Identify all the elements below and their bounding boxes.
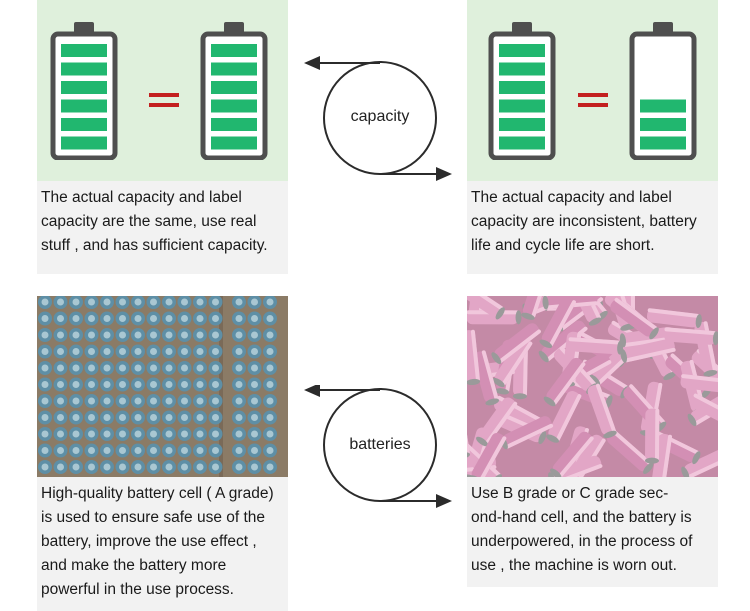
photo-of-pink-cells-icon — [467, 296, 718, 477]
equals-icon — [578, 93, 608, 113]
caption-capacity-good: The actual capacity and label capacity a… — [37, 181, 288, 274]
battery-icon-full-right — [200, 22, 268, 160]
capacity-cycle-diagram: capacity — [300, 55, 460, 190]
cycle-arrows-icon — [304, 383, 452, 508]
batteries-cycle-diagram: batteries — [300, 383, 460, 520]
second-hand-cells-photo — [467, 296, 718, 477]
caption-line: ond-hand cell, and the battery is — [471, 509, 692, 526]
caption-line: battery, improve the use effect , — [41, 533, 257, 550]
a-grade-cells-photo — [37, 296, 288, 477]
capacity-good-panel: The actual capacity and label capacity a… — [37, 0, 288, 274]
battery-icon-full — [488, 22, 556, 160]
battery-comparison-image-equal — [37, 0, 288, 181]
cycle-label-capacity: capacity — [350, 108, 410, 125]
caption-line: and make the battery more — [41, 557, 227, 574]
caption-line: capacity are the same, use real — [41, 213, 257, 230]
caption-line: use , the machine is worn out. — [471, 557, 677, 574]
caption-line: High-quality battery cell ( A grade) — [41, 485, 274, 502]
caption-batteries-bad: Use B grade or C grade sec- ond-hand cel… — [467, 477, 718, 587]
caption-line: stuff , and has sufficient capacity. — [41, 237, 268, 254]
photo-of-a-grade-cells-icon — [37, 296, 288, 477]
caption-capacity-bad: The actual capacity and label capacity a… — [467, 181, 718, 274]
caption-line: powerful in the use process. — [41, 581, 234, 598]
caption-line: capacity are inconsistent, battery — [471, 213, 697, 230]
cycle-arrows-icon — [304, 56, 452, 181]
batteries-good-panel: High-quality battery cell ( A grade) is … — [37, 296, 288, 611]
caption-line: life and cycle life are short. — [471, 237, 655, 254]
caption-line: is used to ensure safe use of the — [41, 509, 266, 526]
equals-icon — [149, 93, 179, 113]
capacity-bad-panel: The actual capacity and label capacity a… — [467, 0, 718, 274]
battery-icon-full-left — [50, 22, 118, 160]
caption-line: The actual capacity and label — [41, 189, 242, 206]
caption-batteries-good: High-quality battery cell ( A grade) is … — [37, 477, 288, 611]
cycle-label-batteries: batteries — [349, 436, 411, 453]
caption-line: The actual capacity and label — [471, 189, 672, 206]
battery-icon-half — [629, 22, 697, 160]
battery-comparison-image-unequal — [467, 0, 718, 181]
caption-line: underpowered, in the process of — [471, 533, 693, 550]
caption-line: Use B grade or C grade sec- — [471, 485, 669, 502]
batteries-bad-panel: Use B grade or C grade sec- ond-hand cel… — [467, 296, 718, 587]
